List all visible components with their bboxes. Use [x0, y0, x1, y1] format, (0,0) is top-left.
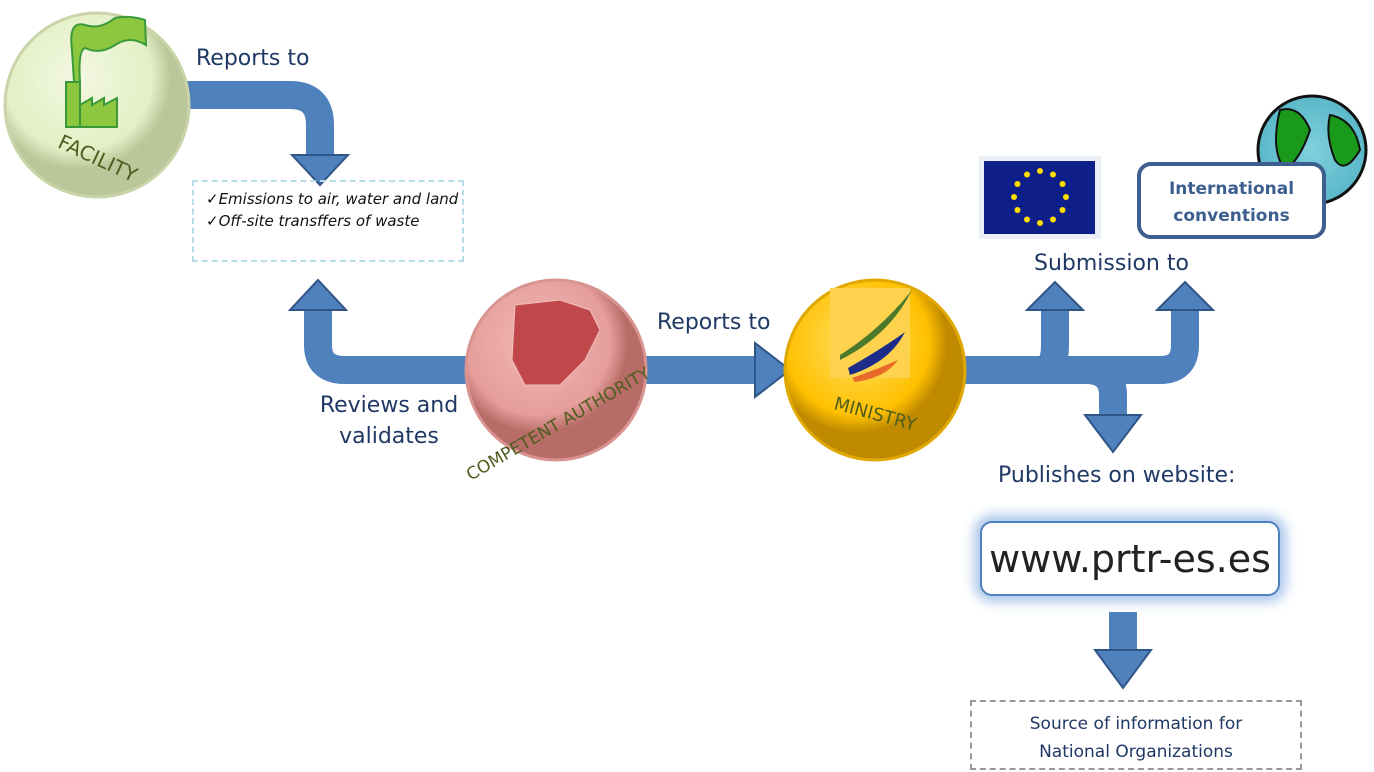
factory-icon: [65, 15, 148, 128]
eu-star: [1059, 207, 1066, 213]
arrow-authority-reviews: [304, 305, 470, 384]
reports-to-label-1: Reports to: [196, 46, 310, 71]
arrow-ministry-branches: [965, 305, 1199, 420]
reported-items-box: ✓Emissions to air, water and land ✓Off-s…: [192, 180, 464, 262]
report-item: ✓Off-site transffers of waste: [206, 212, 420, 230]
eu-star: [1011, 194, 1017, 200]
arrow-facility-to-authority: [180, 81, 334, 160]
eu-star: [1050, 171, 1056, 178]
publishes-label: Publishes on website:: [998, 463, 1236, 488]
eu-star: [1024, 216, 1030, 223]
reports-to-label-2: Reports to: [657, 310, 771, 335]
submission-to-label: Submission to: [1034, 251, 1189, 276]
ministry-logo-icon: [830, 288, 912, 382]
eu-star: [1059, 181, 1066, 187]
report-item: ✓Emissions to air, water and land: [206, 190, 459, 208]
eu-star: [1063, 194, 1069, 200]
eu-star: [1037, 220, 1043, 226]
spain-map-icon: [511, 299, 601, 386]
globe-icon: [1256, 94, 1368, 206]
eu-star: [1024, 171, 1030, 178]
website-link[interactable]: www.prtr-es.es: [980, 521, 1280, 596]
eu-star: [1037, 168, 1043, 174]
eu-star: [1050, 216, 1056, 223]
eu-flag-icon: [979, 156, 1101, 239]
eu-star: [1014, 207, 1021, 213]
eu-star: [1014, 181, 1021, 187]
website-url[interactable]: www.prtr-es.es: [989, 536, 1271, 581]
